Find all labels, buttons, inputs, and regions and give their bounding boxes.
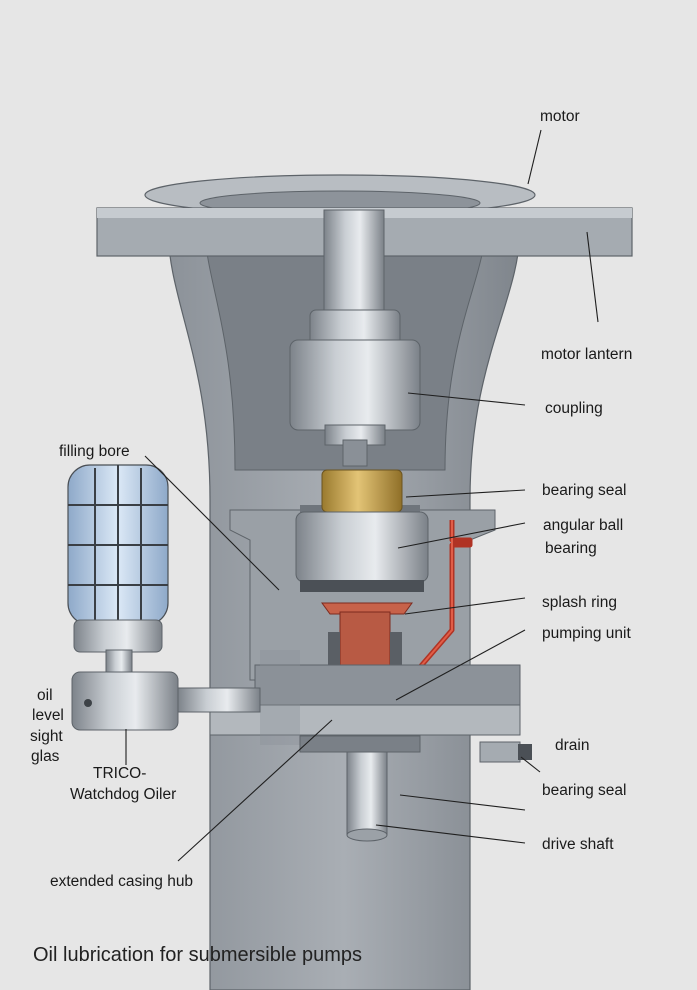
label-drain: drain bbox=[555, 737, 589, 754]
angular-ball-bearing bbox=[295, 511, 429, 592]
label-motor: motor bbox=[540, 108, 580, 125]
bearing-seal-brass bbox=[321, 469, 403, 513]
label-angular-ball-bearing-2: bearing bbox=[545, 540, 597, 557]
trico-watchdog-oiler bbox=[67, 464, 261, 731]
label-motor-lantern: motor lantern bbox=[541, 346, 632, 363]
label-oil-level-4: glas bbox=[31, 748, 60, 765]
label-oiler-2: Watchdog Oiler bbox=[70, 786, 176, 803]
label-coupling: coupling bbox=[545, 400, 603, 417]
label-bearing-seal-bottom: bearing seal bbox=[542, 782, 626, 799]
coupling bbox=[289, 309, 421, 467]
label-drive-shaft: drive shaft bbox=[542, 836, 614, 853]
label-angular-ball-bearing-1: angular ball bbox=[543, 517, 623, 534]
drive-shaft bbox=[323, 209, 385, 321]
label-oil-level-1: oil bbox=[37, 687, 53, 704]
label-extended-casing-hub: extended casing hub bbox=[50, 873, 193, 890]
label-pumping-unit: pumping unit bbox=[542, 625, 631, 642]
drain-plug bbox=[479, 741, 532, 763]
leader-lines bbox=[125, 129, 599, 862]
label-oiler-1: TRICO- bbox=[93, 765, 146, 782]
label-splash-ring: splash ring bbox=[542, 594, 617, 611]
figure-caption: Oil lubrication for submersible pumps bbox=[33, 944, 363, 966]
label-bearing-seal-top: bearing seal bbox=[542, 482, 626, 499]
label-filling-bore: filling bore bbox=[59, 443, 130, 460]
label-oil-level-3: sight bbox=[30, 728, 63, 745]
label-oil-level-2: level bbox=[32, 707, 64, 724]
